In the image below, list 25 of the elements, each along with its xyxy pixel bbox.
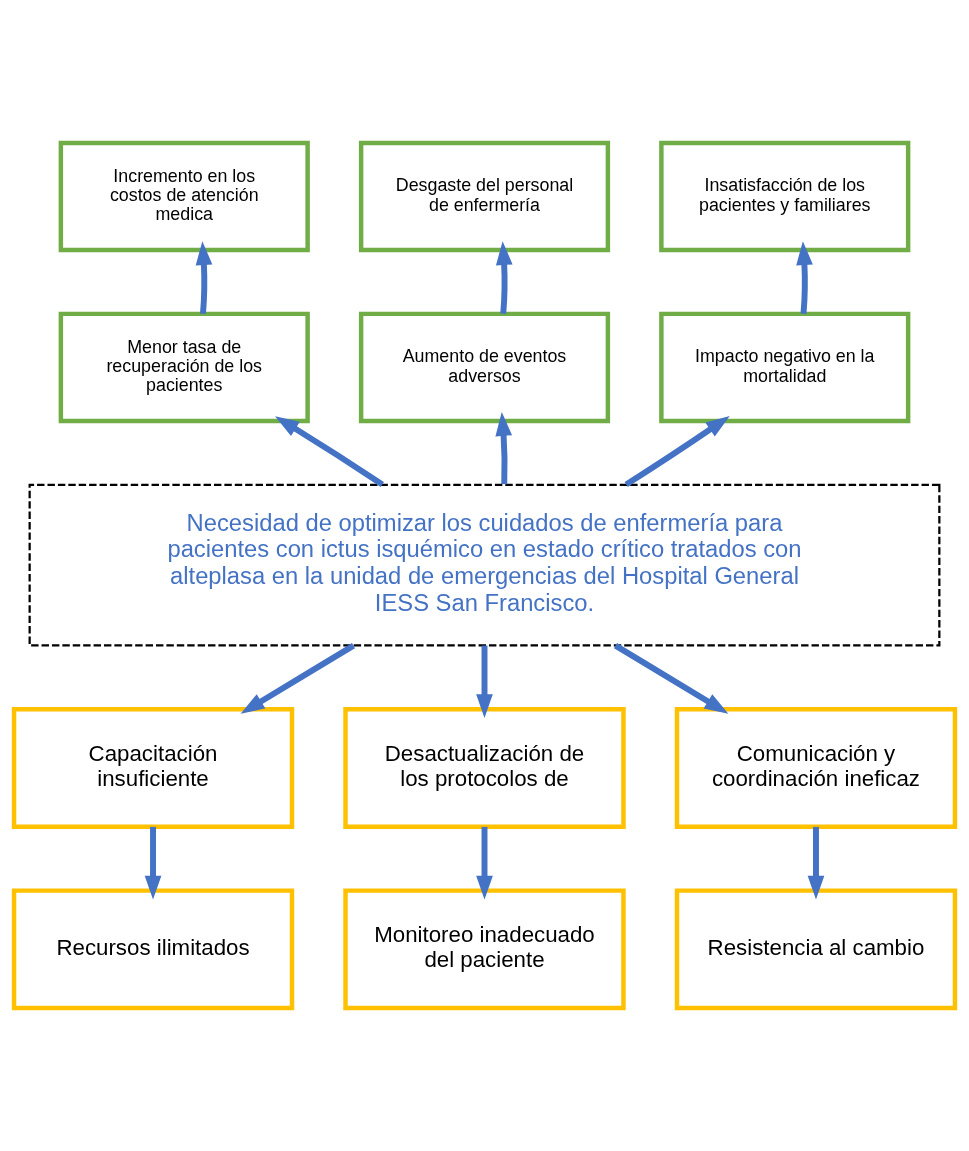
- node-box: Resistencia al cambio: [674, 888, 958, 1011]
- node-box: Insatisfacción de los pacientes y familiares: [659, 140, 911, 253]
- node-box: Monitoreo inadecuado del paciente: [343, 888, 626, 1011]
- arrow: [476, 826, 493, 900]
- node-box: Desactualización de los protocolos de: [343, 707, 626, 829]
- arrow: [240, 643, 356, 714]
- node-box: Necesidad de optimizar los cuidados de enfermería para pacientes con ictus isquémico en estado crítico tratados con alteplasa en la unidad de emergencias del Hospital General IESS San Francisco.: [28, 483, 941, 647]
- node-box: Capacitación insuficiente: [11, 707, 295, 829]
- arrow: [807, 826, 825, 900]
- arrow: [195, 241, 213, 314]
- arrow: [275, 416, 384, 487]
- node-box: Desgaste del personal de enfermería: [358, 140, 611, 253]
- node-box: Menor tasa de recuperación de los pacientes: [58, 311, 310, 424]
- arrow: [476, 645, 493, 719]
- arrow: [613, 643, 729, 714]
- node-box: Impacto negativo en la mortalidad: [659, 311, 911, 424]
- arrow: [495, 241, 513, 314]
- arrow: [495, 412, 513, 485]
- node-box: Comunicación y coordinación ineficaz: [674, 707, 958, 829]
- node-box: Incremento en los costos de atención medica: [58, 140, 310, 253]
- node-box: Aumento de eventos adversos: [358, 311, 611, 424]
- arrow: [796, 241, 813, 314]
- node-box: Recursos ilimitados: [11, 888, 295, 1011]
- arrow: [144, 826, 162, 900]
- arrow: [624, 415, 730, 488]
